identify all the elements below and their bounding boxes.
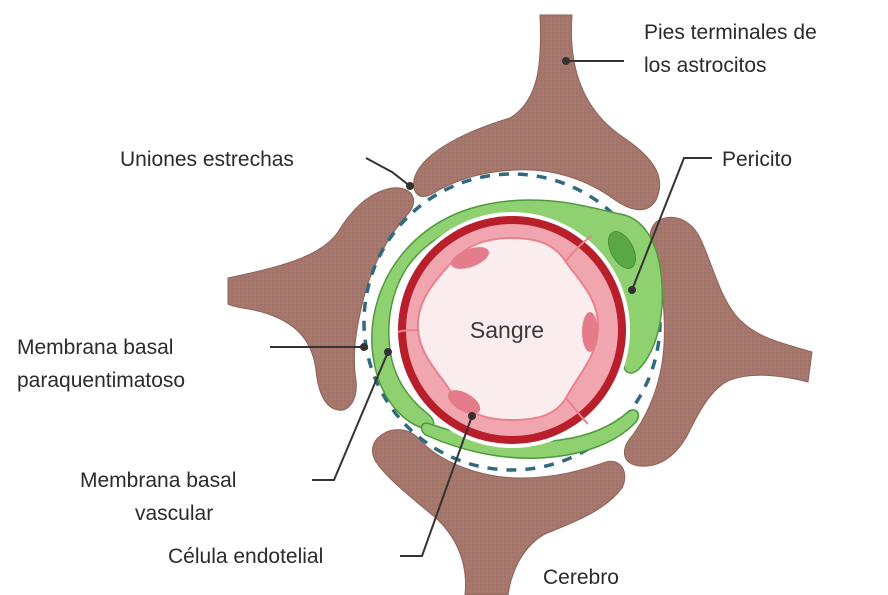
- leader-dot-vascular-basement-membrane: [385, 349, 391, 355]
- leader-dot-endothelial-cell: [469, 413, 475, 419]
- leader-dot-astrocyte-endfeet: [563, 58, 569, 64]
- label-brain: Cerebro: [543, 566, 619, 589]
- label-parenchymal-basement-membrane-line2: paraquentimatoso: [17, 369, 185, 392]
- label-tight-junctions: Uniones estrechas: [120, 148, 294, 171]
- label-blood: Sangre: [470, 317, 544, 343]
- label-astrocyte-endfeet-line2: los astrocitos: [644, 54, 767, 77]
- label-parenchymal-basement-membrane-line1: Membrana basal: [17, 336, 173, 359]
- leader-dot-parenchymal-basement-membrane: [361, 344, 367, 350]
- leader-tight-junctions: [366, 158, 410, 186]
- leader-dot-pericyte: [629, 287, 635, 293]
- leader-dot-tight-junctions: [407, 183, 413, 189]
- astrocyte-top: [414, 15, 660, 210]
- label-vascular-basement-membrane-line1: Membrana basal: [80, 469, 236, 492]
- label-pericyte: Pericito: [722, 148, 792, 171]
- endothelial-nucleus-right: [582, 312, 598, 352]
- label-endothelial-cell: Célula endotelial: [168, 545, 323, 568]
- label-astrocyte-endfeet-line1: Pies terminales de: [644, 21, 817, 44]
- label-vascular-basement-membrane-line2: vascular: [135, 502, 213, 525]
